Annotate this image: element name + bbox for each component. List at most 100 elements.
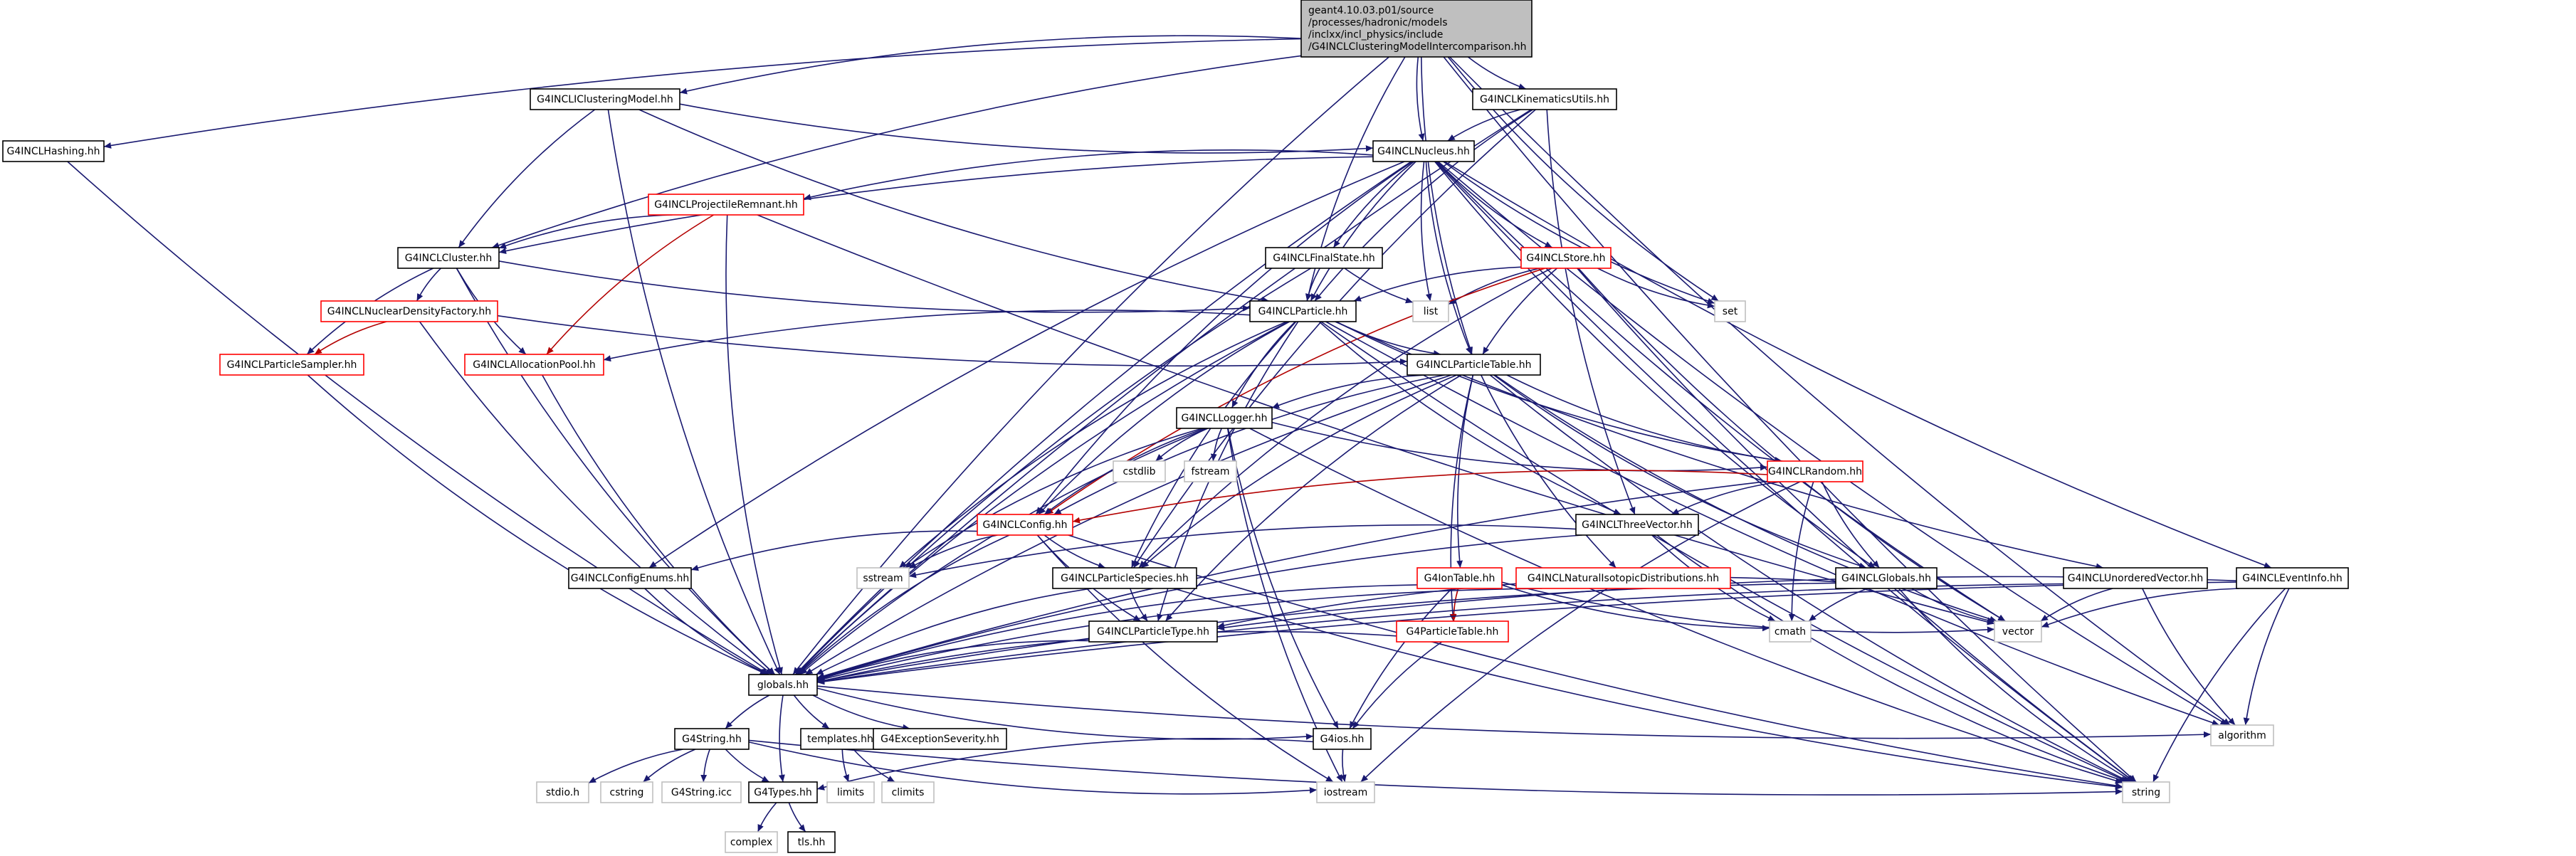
include-edge bbox=[679, 103, 1374, 154]
include-edge bbox=[1421, 56, 1473, 355]
file-node-string[interactable]: string bbox=[2122, 781, 2170, 803]
file-node-g4inclparticlesampler-hh[interactable]: G4INCLParticleSampler.hh bbox=[219, 354, 364, 376]
file-node-g4string-hh[interactable]: G4String.hh bbox=[674, 728, 750, 750]
include-edge bbox=[1325, 321, 2220, 726]
node-label: G4INCLStore.hh bbox=[1526, 253, 1605, 264]
file-node-g4inclhashing-hh[interactable]: G4INCLHashing.hh bbox=[2, 140, 105, 162]
file-node-g4iontable-hh[interactable]: G4IonTable.hh bbox=[1416, 567, 1503, 589]
include-edge bbox=[1335, 321, 1782, 463]
file-node-g4ios-hh[interactable]: G4ios.hh bbox=[1313, 728, 1372, 750]
include-edge bbox=[788, 802, 806, 833]
file-node-cstdlib[interactable]: cstdlib bbox=[1113, 460, 1166, 482]
file-node-g4inclnucleardensityfactory-hh[interactable]: G4INCLNuclearDensityFactory.hh bbox=[320, 300, 498, 322]
file-node-limits[interactable]: limits bbox=[826, 781, 875, 803]
file-node-vector[interactable]: vector bbox=[1994, 620, 2042, 643]
include-edge bbox=[1501, 584, 1770, 632]
file-node-g4incleventinfo-hh[interactable]: G4INCLEventInfo.hh bbox=[2236, 567, 2349, 589]
node-label: G4INCLParticleSpecies.hh bbox=[1061, 573, 1189, 584]
include-edge bbox=[2152, 588, 2286, 783]
include-edge bbox=[1821, 481, 1880, 569]
include-edge bbox=[841, 749, 849, 783]
include-edge bbox=[644, 588, 769, 675]
include-edge bbox=[1349, 588, 1453, 729]
file-node-g4inclparticletype-hh[interactable]: G4INCLParticleType.hh bbox=[1088, 620, 1218, 643]
node-box bbox=[748, 781, 818, 803]
file-node-g4inclunorderedvector-hh[interactable]: G4INCLUnorderedVector.hh bbox=[2063, 567, 2208, 589]
include-edge bbox=[1788, 481, 1814, 622]
include-edge bbox=[1130, 321, 1297, 569]
file-node-g4inclparticletable-hh[interactable]: G4INCLParticleTable.hh bbox=[1407, 354, 1541, 376]
include-edge bbox=[1072, 470, 1768, 524]
file-node-g4inclparticlespecies-hh[interactable]: G4INCLParticleSpecies.hh bbox=[1052, 567, 1197, 589]
node-box bbox=[1113, 460, 1166, 482]
include-edge bbox=[1425, 161, 1472, 355]
include-edge bbox=[757, 214, 1995, 625]
file-node-globals-hh[interactable]: globals.hh bbox=[748, 674, 818, 696]
include-edge bbox=[1808, 588, 1868, 622]
file-node-algorithm[interactable]: algorithm bbox=[2210, 724, 2274, 746]
file-node-templates-hh[interactable]: templates.hh bbox=[800, 728, 880, 750]
file-node-g4inclglobals-hh[interactable]: G4INCLGlobals.hh bbox=[1835, 567, 1938, 589]
include-edge bbox=[1271, 421, 1768, 472]
file-node-g4inclconfigenums-hh[interactable]: G4INCLConfigEnums.hh bbox=[568, 567, 692, 589]
include-edge bbox=[546, 214, 715, 355]
file-node-g4inclkinematicsutils-hh[interactable]: G4INCLKinematicsUtils.hh bbox=[1472, 88, 1617, 110]
node-box bbox=[1769, 620, 1812, 643]
node-box bbox=[1052, 567, 1197, 589]
node-label: G4INCLNuclearDensityFactory.hh bbox=[327, 306, 491, 317]
file-node-g4incllogger-hh[interactable]: G4INCLLogger.hh bbox=[1176, 407, 1273, 429]
file-node-iostream[interactable]: iostream bbox=[1316, 781, 1375, 803]
node-label: stdio.h bbox=[546, 787, 579, 798]
include-edge bbox=[1482, 268, 1558, 355]
node-box bbox=[536, 781, 589, 803]
include-edge bbox=[2041, 588, 2240, 628]
node-label: G4ios.hh bbox=[1320, 734, 1365, 745]
file-node-stdio-h[interactable]: stdio.h bbox=[536, 781, 589, 803]
file-node-g4exceptionseverity-hh[interactable]: G4ExceptionSeverity.hh bbox=[873, 728, 1007, 750]
file-node-g4string-icc[interactable]: G4String.icc bbox=[661, 781, 742, 803]
file-node-fstream[interactable]: fstream bbox=[1184, 460, 1237, 482]
file-node-sstream[interactable]: sstream bbox=[856, 567, 910, 589]
file-node-g4inclprojectileremnant-hh[interactable]: G4INCLProjectileRemnant.hh bbox=[648, 194, 804, 216]
file-node-cstring[interactable]: cstring bbox=[600, 781, 653, 803]
file-node-g4inclrandom-hh[interactable]: G4INCLRandom.hh bbox=[1767, 460, 1863, 482]
file-node-cmath[interactable]: cmath bbox=[1769, 620, 1812, 643]
include-edge bbox=[2040, 588, 2113, 622]
file-node-g4inclallocationpool-hh[interactable]: G4INCLAllocationPool.hh bbox=[464, 354, 604, 376]
node-box bbox=[1575, 514, 1699, 536]
node-label: /G4INCLClusteringModelIntercomparison.hh bbox=[1308, 41, 1527, 53]
file-node-set[interactable]: set bbox=[1714, 300, 1746, 322]
include-edge bbox=[1420, 161, 1432, 302]
node-label: G4INCLKinematicsUtils.hh bbox=[1480, 94, 1609, 105]
file-node-g4particletable-hh[interactable]: G4ParticleTable.hh bbox=[1396, 620, 1509, 643]
include-edge bbox=[1493, 374, 1867, 569]
file-node-g4inclparticle-hh[interactable]: G4INCLParticle.hh bbox=[1249, 300, 1357, 322]
file-node-g4inclcluster-hh[interactable]: G4INCLCluster.hh bbox=[397, 247, 500, 269]
include-edge bbox=[1227, 428, 1339, 729]
include-edge bbox=[816, 685, 2212, 739]
file-node-tls-hh[interactable]: tls.hh bbox=[787, 831, 836, 853]
node-label: cmath bbox=[1775, 626, 1806, 638]
node-label: G4INCLParticleTable.hh bbox=[1416, 359, 1531, 371]
include-edge bbox=[607, 109, 781, 675]
node-box bbox=[1767, 460, 1863, 482]
file-node-g4incliclusteringmodel-hh[interactable]: G4INCLIClusteringModel.hh bbox=[530, 88, 680, 110]
file-node-g4inclnaturalisotopicdistributions-hh[interactable]: G4INCLNaturalIsotopicDistributions.hh bbox=[1515, 567, 1731, 589]
node-box bbox=[2, 140, 105, 162]
file-node-g4inclstore-hh[interactable]: G4INCLStore.hh bbox=[1520, 247, 1612, 269]
file-node-g4types-hh[interactable]: G4Types.hh bbox=[748, 781, 818, 803]
node-box bbox=[826, 781, 875, 803]
include-edge bbox=[1332, 161, 1414, 248]
file-node-complex[interactable]: complex bbox=[725, 831, 778, 853]
file-node-g4inclthreevector-hh[interactable]: G4INCLThreeVector.hh bbox=[1575, 514, 1699, 536]
file-node-climits[interactable]: climits bbox=[881, 781, 935, 803]
file-node-g4inclclusteringmodelintercomparison-hh[interactable]: geant4.10.03.p01/source/processes/hadron… bbox=[1300, 0, 1533, 58]
file-node-list[interactable]: list bbox=[1412, 300, 1449, 322]
include-edge bbox=[1449, 56, 2231, 726]
file-node-g4inclfinalstate-hh[interactable]: G4INCLFinalState.hh bbox=[1265, 247, 1383, 269]
file-node-g4inclconfig-hh[interactable]: G4INCLConfig.hh bbox=[977, 514, 1073, 536]
file-node-g4inclnucleus-hh[interactable]: G4INCLNucleus.hh bbox=[1372, 140, 1475, 162]
node-label: G4String.hh bbox=[682, 734, 742, 745]
node-box bbox=[530, 88, 680, 110]
